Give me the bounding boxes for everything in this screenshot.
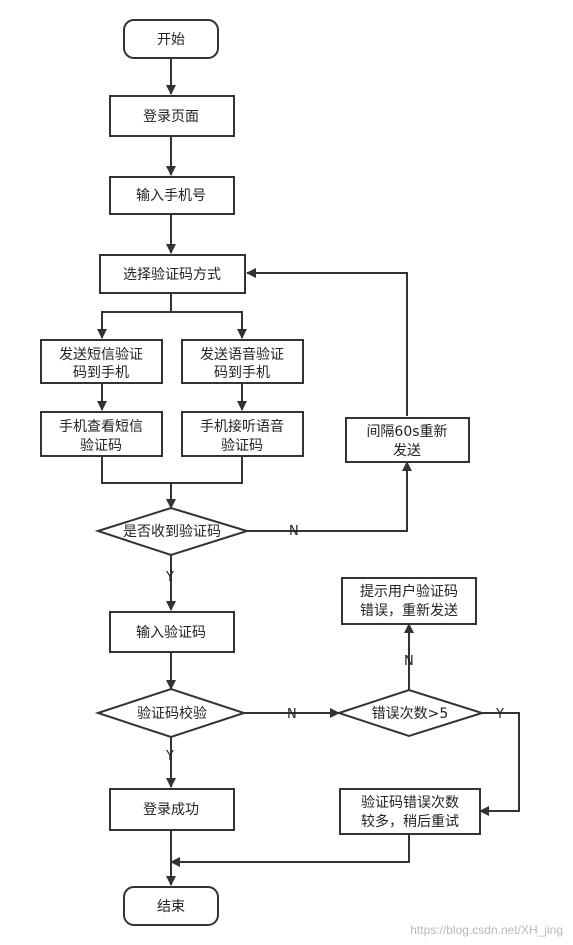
node-choose-method: 选择验证码方式 — [99, 254, 246, 294]
edge-view-to-received — [101, 456, 243, 484]
label-verify-no: N — [287, 707, 297, 722]
edge-toomany-to-end — [170, 834, 410, 867]
node-listen-voice: 手机接听语音 验证码 — [181, 411, 304, 457]
node-send-sms-line-1: 发送短信验证 — [59, 347, 143, 363]
node-end-label: 结束 — [157, 899, 185, 915]
label-received-yes: Y — [165, 570, 174, 585]
label-verify-yes: Y — [165, 749, 174, 764]
node-send-sms: 发送短信验证 码到手机 — [40, 339, 163, 384]
node-input-phone: 输入手机号 — [109, 176, 235, 215]
label-received-no: N — [289, 524, 299, 539]
edge-choose-to-voice — [171, 311, 247, 339]
node-error-count-check: 错误次数>5 — [335, 688, 486, 738]
node-view-sms-line-2: 验证码 — [80, 438, 122, 454]
node-verify-code-label: 验证码校验 — [137, 705, 207, 722]
node-input-code-label: 输入验证码 — [136, 625, 206, 641]
node-end: 结束 — [123, 886, 219, 926]
node-listen-voice-line-1: 手机接听语音 — [200, 418, 284, 435]
node-send-voice-line-2: 码到手机 — [214, 365, 270, 381]
node-too-many-errors-line-1: 验证码错误次数 — [361, 795, 459, 811]
node-view-sms-line-1: 手机查看短信 — [59, 419, 143, 435]
nodes: 开始 登录页面 输入手机号 选择验证码方式 发送短信验证 码到手机 发送语音验证… — [40, 19, 486, 926]
label-count-yes: Y — [495, 707, 504, 722]
node-view-sms: 手机查看短信 验证码 — [40, 411, 163, 457]
label-count-no: N — [404, 654, 414, 669]
node-received-check-label: 是否收到验证码 — [123, 524, 221, 540]
node-login-page: 登录页面 — [109, 95, 235, 137]
node-received-check: 是否收到验证码 — [94, 506, 251, 557]
node-start: 开始 — [123, 19, 219, 59]
node-prompt-error-line-2: 错误，重新发送 — [360, 603, 458, 619]
node-send-voice: 发送语音验证 码到手机 — [181, 339, 304, 384]
node-choose-method-label: 选择验证码方式 — [123, 267, 221, 283]
node-resend-60s-line-2: 发送 — [393, 443, 421, 459]
edges — [97, 58, 520, 886]
node-resend-60s-line-1: 间隔60s重新 — [366, 424, 447, 440]
edge-choose-to-sms — [97, 293, 172, 339]
node-listen-voice-line-2: 验证码 — [221, 438, 263, 454]
node-too-many-errors-line-2: 较多，稍后重试 — [361, 813, 459, 830]
node-login-success-label: 登录成功 — [143, 802, 199, 818]
node-login-success: 登录成功 — [109, 788, 235, 831]
node-error-count-check-label: 错误次数>5 — [372, 706, 449, 722]
node-prompt-error: 提示用户验证码 错误，重新发送 — [341, 577, 477, 625]
edge-labels: N Y N Y N Y — [165, 524, 504, 764]
watermark: https://blog.csdn.net/XH_jing — [410, 923, 563, 937]
node-login-page-label: 登录页面 — [143, 109, 199, 125]
node-send-sms-line-2: 码到手机 — [73, 365, 129, 381]
node-start-label: 开始 — [157, 32, 185, 48]
edge-received-no — [247, 461, 412, 532]
node-verify-code: 验证码校验 — [94, 687, 248, 739]
edge-count-yes — [479, 712, 520, 816]
edge-resend-to-choose — [246, 268, 408, 416]
node-too-many-errors: 验证码错误次数 较多，稍后重试 — [339, 788, 481, 835]
node-send-voice-line-1: 发送语音验证 — [200, 346, 284, 363]
node-resend-60s: 间隔60s重新 发送 — [345, 417, 470, 463]
node-prompt-error-line-1: 提示用户验证码 — [360, 583, 458, 600]
node-input-phone-label: 输入手机号 — [136, 188, 206, 204]
node-input-code: 输入验证码 — [109, 611, 235, 653]
